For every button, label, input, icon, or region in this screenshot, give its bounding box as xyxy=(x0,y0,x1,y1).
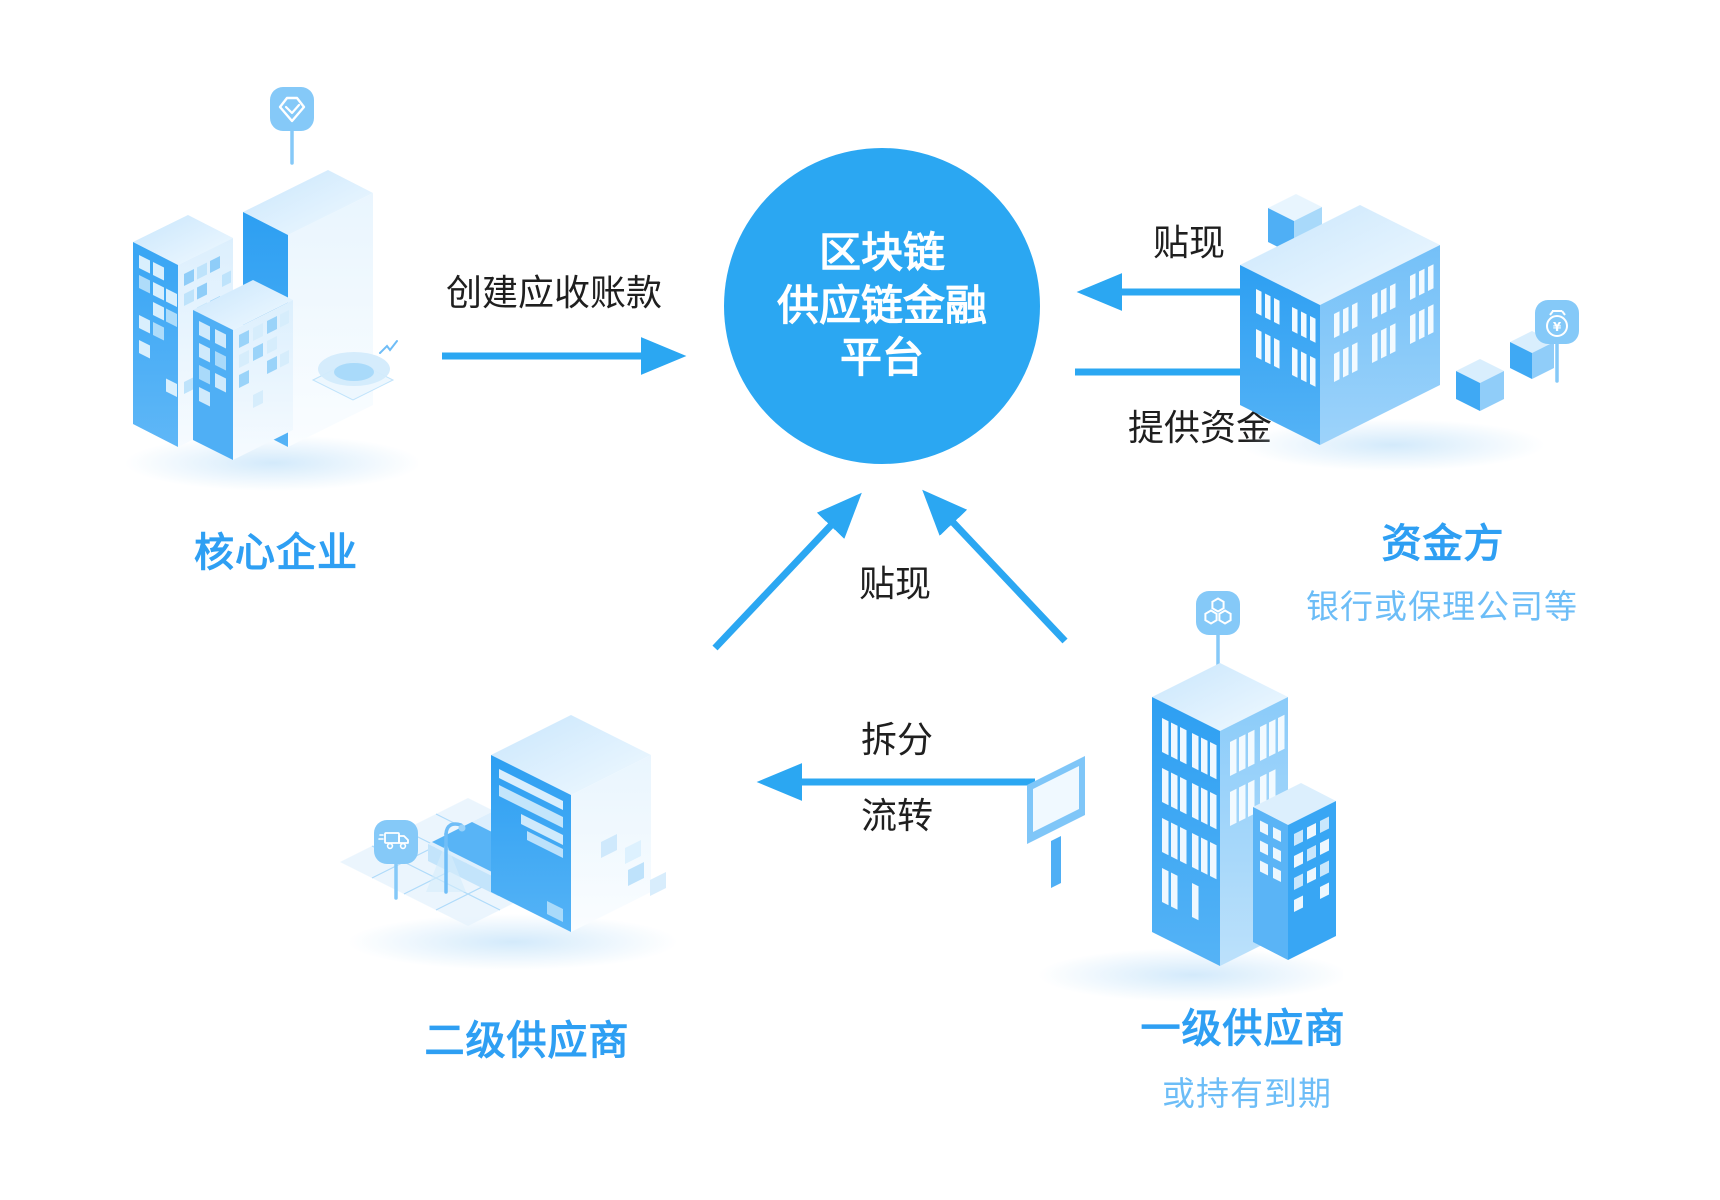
core-enterprise-illustration xyxy=(125,87,418,491)
tier2-small-tiles xyxy=(628,862,666,896)
billboard-sign xyxy=(1027,756,1085,888)
label-split: 拆分 xyxy=(860,719,934,760)
core-building-front xyxy=(193,280,293,460)
tier2-shadow xyxy=(348,914,678,970)
tier1-shadow xyxy=(1038,948,1343,1002)
label-discount-suppliers: 贴现 xyxy=(858,563,932,604)
tier1-supplier-subtitle: 或持有到期 xyxy=(1162,1075,1332,1112)
tier2-list-bars xyxy=(499,768,563,922)
tier1-supplier-illustration xyxy=(1027,591,1343,1002)
platform-line2: 供应链金融 xyxy=(776,281,987,329)
tier1-supplier-title: 一级供应商 xyxy=(1140,1007,1346,1051)
arrow-discount-from-tier2 xyxy=(712,492,862,651)
funder-building xyxy=(1240,205,1440,445)
honeycomb-icon xyxy=(1196,591,1240,669)
arrow-discount-from-tier1 xyxy=(922,489,1068,644)
funder-title: 资金方 xyxy=(1381,522,1505,566)
platform-node: 区块链 供应链金融 平台 xyxy=(724,148,1040,464)
svg-text:¥: ¥ xyxy=(1553,320,1562,334)
core-enterprise-title: 核心企业 xyxy=(194,531,358,575)
satellite-dish xyxy=(311,340,398,401)
badge-check-icon xyxy=(270,87,314,165)
funder-small-cubes xyxy=(1456,331,1554,411)
tier2-main-cube xyxy=(491,715,651,932)
label-transfer: 流转 xyxy=(860,795,934,836)
left-tower-windows xyxy=(139,254,177,397)
delivery-truck-icon xyxy=(374,820,418,900)
tier2-supplier-title: 二级供应商 xyxy=(424,1019,630,1063)
core-enterprise-shadow xyxy=(125,435,418,491)
funder-subtitle: 银行或保理公司等 xyxy=(1306,588,1578,625)
street-lamp xyxy=(426,822,466,894)
platform-line1: 区块链 xyxy=(818,228,945,276)
funder-illustration: ¥ xyxy=(1240,194,1579,471)
money-bag-icon: ¥ xyxy=(1535,300,1579,383)
platform-line3: 平台 xyxy=(839,334,924,382)
tier1-main-tower xyxy=(1152,663,1288,966)
tier2-supplier-illustration xyxy=(340,715,678,970)
label-create-receivables: 创建应收账款 xyxy=(445,272,663,313)
tier1-annex xyxy=(1253,783,1336,960)
label-discount-funder: 贴现 xyxy=(1152,222,1226,263)
